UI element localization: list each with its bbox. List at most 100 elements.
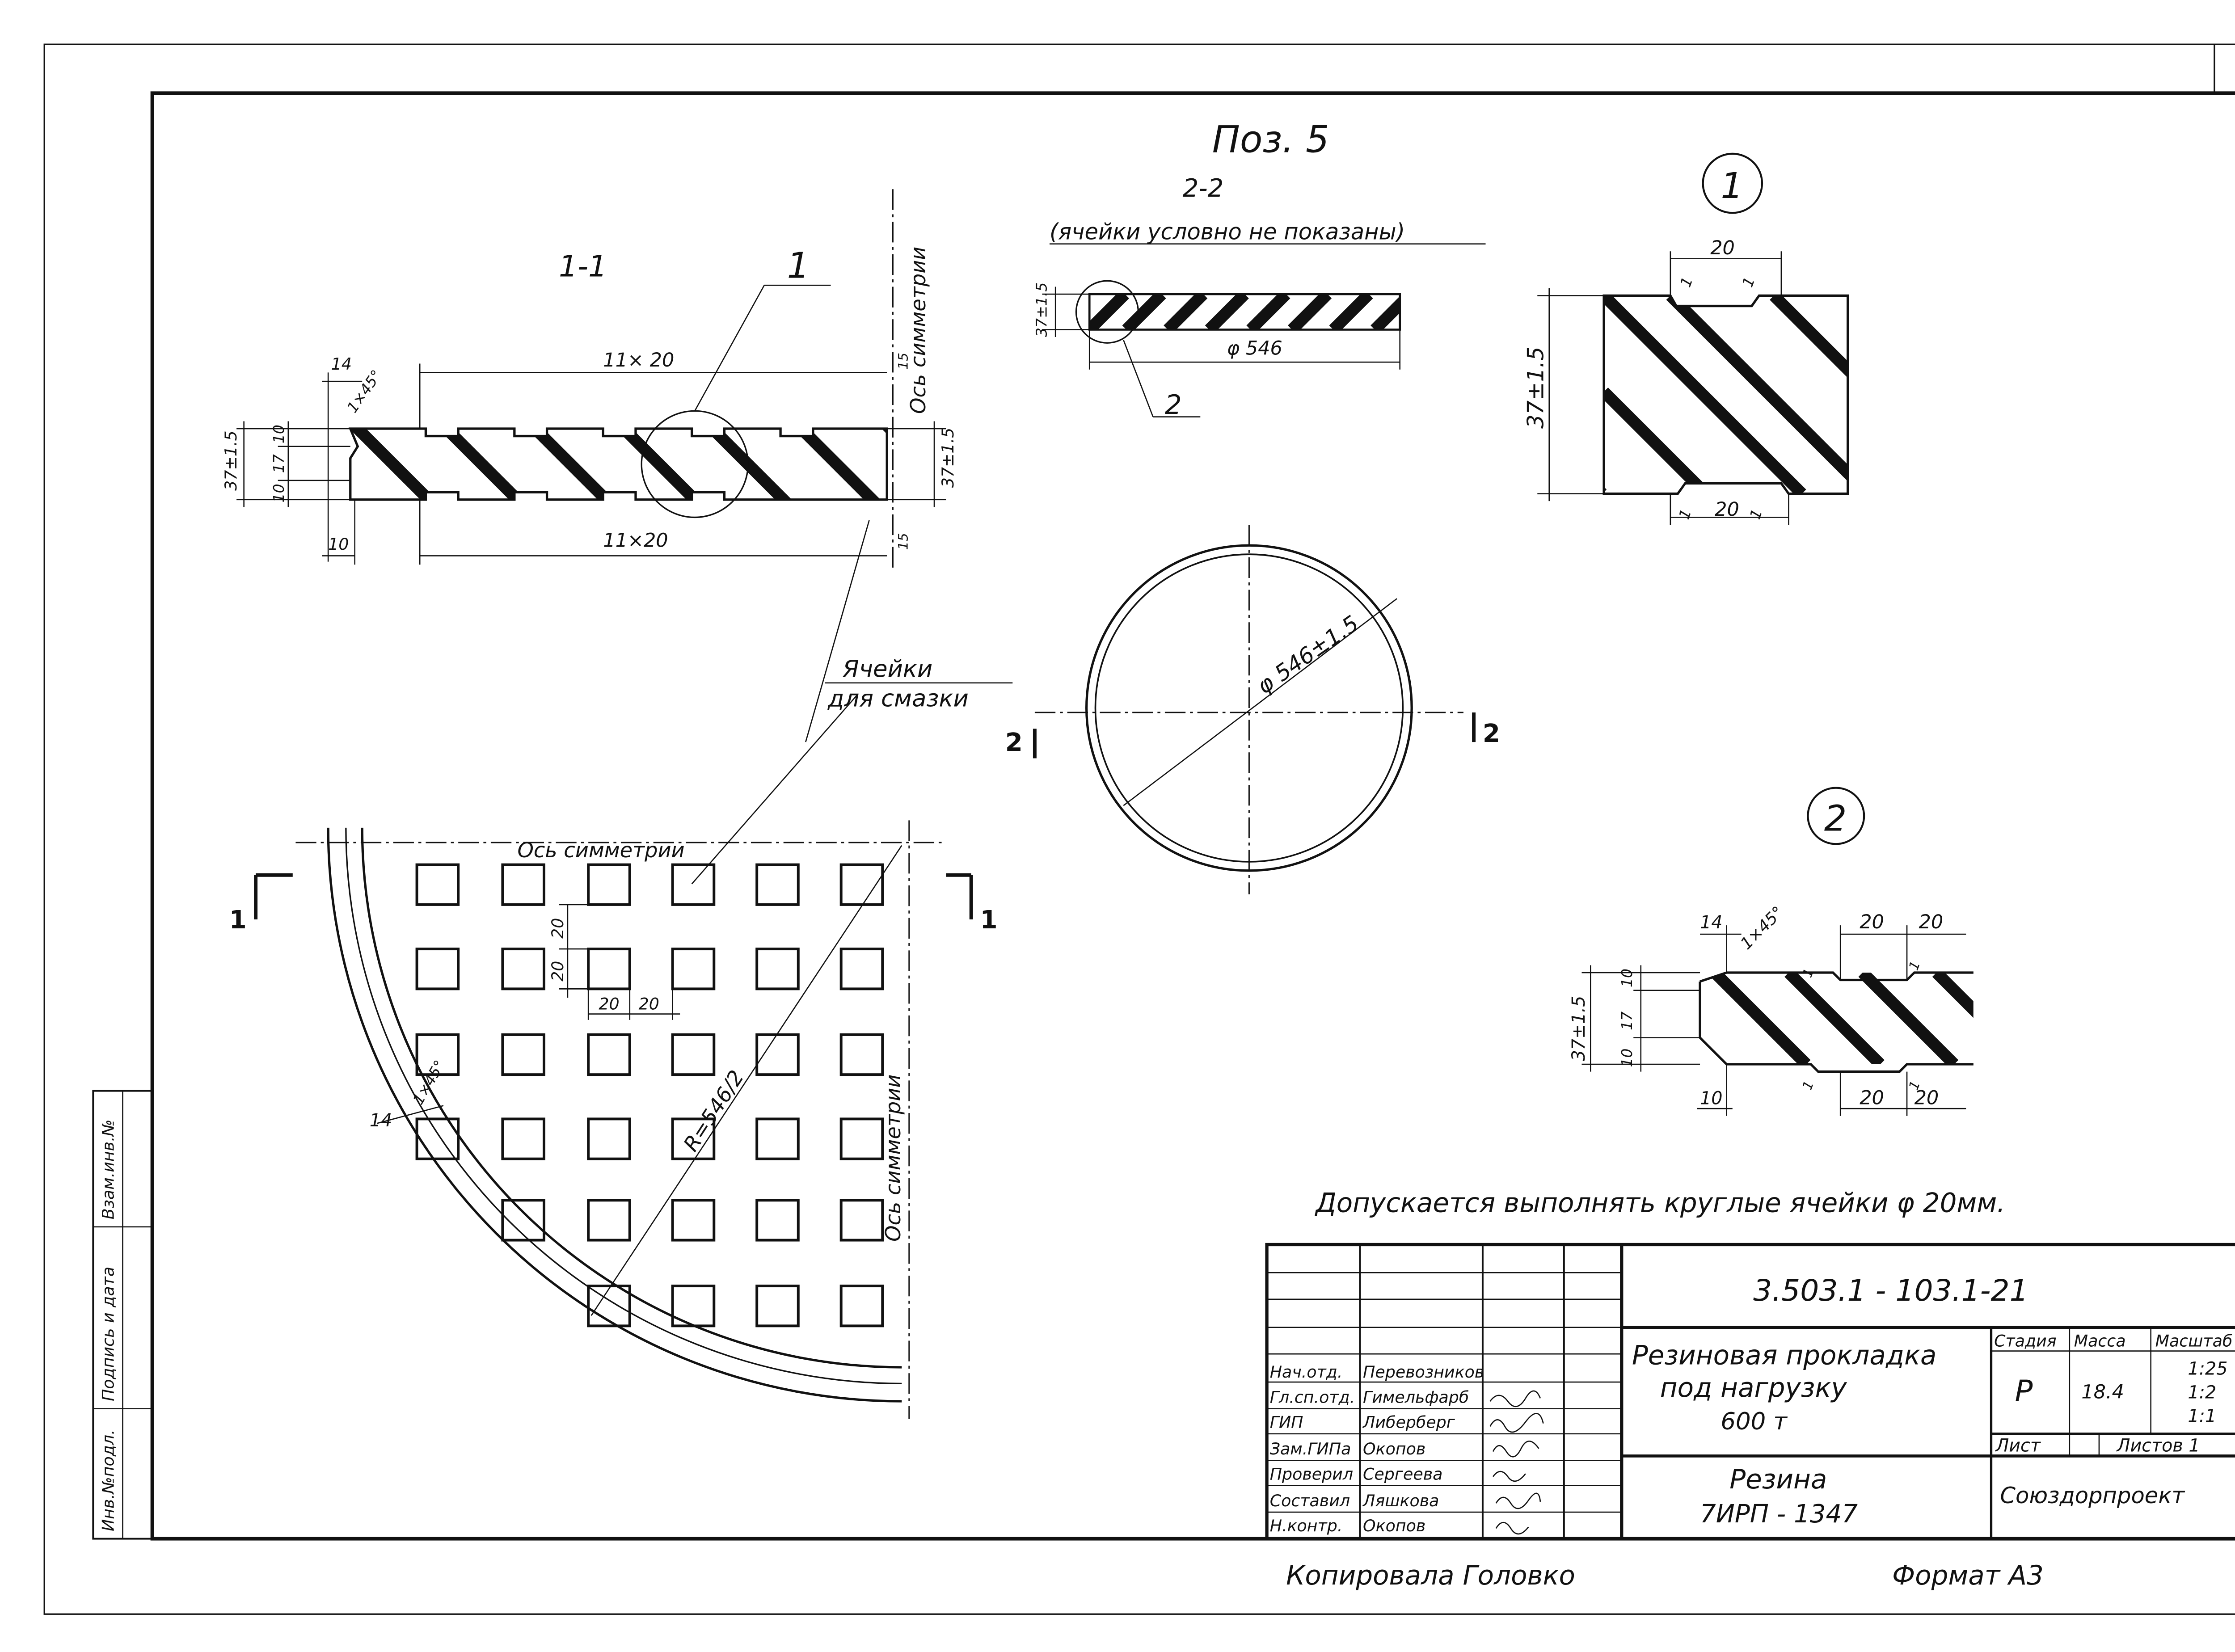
value-mass: 18.4 (2081, 1381, 2124, 1403)
material-line-2: 7ИРП - 1347 (1700, 1500, 1858, 1529)
header-sheets: Листов 1 (2116, 1435, 2200, 1456)
plan-cell-dim-v1: 20 (548, 918, 567, 939)
side-stamp-inv-repl: Взам.инв.№ (99, 1120, 118, 1220)
sig-name-3: Либерберг (1362, 1413, 1455, 1432)
dim-layer-10: 10 (270, 425, 287, 443)
header-scale: Масштаб (2155, 1332, 2233, 1351)
section-2-2-note: (ячейки условно не показаны) (1050, 219, 1405, 245)
sig-role-2: Гл.сп.отд. (1270, 1387, 1355, 1407)
product-name-line-3: 600 т (1721, 1408, 1788, 1435)
detail-1-bot-r: 1 (1675, 507, 1695, 522)
detail-2-d10: 10 (1618, 969, 1636, 987)
plan-cell-dim-h2: 20 (639, 995, 659, 1014)
pos-title: Поз. 5 (1212, 118, 1329, 161)
sig-name-5: Сергеева (1363, 1464, 1442, 1483)
side-stamp-inv-orig: Инв.№подл. (99, 1429, 118, 1531)
plan-cell-dim-v2: 20 (548, 961, 567, 982)
section-1-1-title: 1-1 (559, 249, 607, 283)
plan-axis-top: Ось симметрии (517, 838, 684, 862)
dim-left-14: 14 (331, 354, 352, 374)
section-1-1-callout: 1 (787, 245, 810, 287)
sig-role-6: Составил (1270, 1491, 1350, 1510)
header-mass: Масса (2074, 1332, 2126, 1351)
detail-2-d20d: 20 (1915, 1087, 1939, 1109)
sig-role-7: Н.контр. (1270, 1516, 1343, 1535)
header-stage: Стадия (1994, 1332, 2057, 1351)
dim-left-10: 10 (328, 535, 349, 554)
sig-role-3: ГИП (1270, 1413, 1303, 1432)
plan-cut-left: 1 (229, 906, 247, 935)
sig-name-7: Окопов (1363, 1516, 1425, 1535)
dim-layer-10b: 10 (270, 484, 287, 502)
detail-2-d14: 14 (1700, 912, 1722, 933)
detail-2-thick: 37±1.5 (1569, 996, 1589, 1062)
cells-note: Допускается выполнять круглые ячейки φ 2… (1314, 1188, 2005, 1219)
sig-role-5: Проверил (1270, 1464, 1353, 1483)
section-2-2-diameter: φ 546 (1227, 337, 1282, 360)
detail-2-r1b: 1 (1906, 959, 1923, 973)
detail-2-d20a: 20 (1860, 911, 1884, 933)
format-label: Формат А3 (1892, 1560, 2044, 1591)
side-stamp-sign-date: Подпись и дата (99, 1267, 118, 1401)
dim-chamfer: 1×45° (343, 367, 385, 416)
drawing-code: 3.503.1 - 103.1-21 (1753, 1273, 2028, 1308)
dim-bottom-pitch: 11×20 (603, 530, 668, 552)
section-2-2-callout: 2 (1165, 390, 1182, 421)
detail-1-top-r: 1 (1677, 274, 1696, 289)
detail-2-d20b: 20 (1919, 911, 1943, 933)
detail-2-d17: 17 (1618, 1011, 1636, 1030)
sig-name-6: Ляшкова (1362, 1491, 1439, 1510)
plan-cells-label-1: Ячейки (842, 656, 932, 683)
plan-chamfer: 1×45° (409, 1057, 448, 1107)
plan-axis-right: Ось симметрии (881, 1075, 905, 1242)
value-scale-3: 1:1 (2188, 1406, 2216, 1426)
value-stage: Р (2015, 1374, 2033, 1408)
plan-cut-right: 1 (980, 906, 998, 935)
sig-name-1: Перевозников (1363, 1362, 1484, 1382)
circle-diameter: φ 546±1.5 (1252, 610, 1363, 699)
section-2-2-thick: 37±1.5 (1033, 282, 1050, 337)
cell-grid (415, 863, 884, 1328)
dim-right-15-bot: 15 (895, 533, 911, 550)
detail-2-d20c: 20 (1860, 1087, 1884, 1109)
detail-1-bot-20: 20 (1715, 498, 1739, 521)
dim-thick-left: 37±1.5 (221, 430, 240, 491)
product-name-line-1: Резиновая прокладка (1632, 1340, 1937, 1371)
plan-d14: 14 (370, 1110, 392, 1131)
detail-2-chamfer: 1×45° (1737, 902, 1788, 953)
value-scale-1: 1:25 (2188, 1359, 2227, 1379)
detail-1-marker: 1 (1721, 165, 1743, 206)
organization: Союздорпроект (2000, 1483, 2185, 1509)
plan-cell-dim-h1: 20 (599, 995, 619, 1014)
circle-cut-right: 2 (1483, 719, 1500, 748)
detail-1-bot-r1: 1 (1746, 507, 1766, 522)
sig-name-2: Гимельфарб (1363, 1387, 1469, 1407)
signature-scribbles (1489, 1390, 1544, 1535)
dim-layer-17: 17 (270, 454, 287, 473)
dim-top-pitch: 11× 20 (603, 349, 674, 371)
material-line-1: Резина (1729, 1464, 1827, 1495)
sig-role-1: Нач.отд. (1270, 1362, 1343, 1382)
copied-by: Копировала Головко (1286, 1560, 1575, 1591)
detail-2-marker: 2 (1824, 798, 1847, 839)
dim-right-15-top: 15 (895, 353, 911, 370)
product-name-line-2: под нагрузку (1660, 1373, 1847, 1403)
header-sheet: Лист (1995, 1435, 2041, 1456)
detail-1-top-r1: 1 (1739, 274, 1758, 289)
detail-2-r1c: 1 (1800, 1079, 1817, 1092)
detail-2-r1d: 1 (1906, 1079, 1923, 1092)
section-2-2-title: 2-2 (1183, 174, 1224, 203)
plan-cells-label-2: для смазки (827, 685, 969, 712)
detail-2-d10c: 10 (1700, 1088, 1722, 1108)
detail-2-d10b: 10 (1618, 1049, 1636, 1067)
detail-1-top-20: 20 (1710, 237, 1735, 259)
dim-thick-right: 37±1.5 (938, 428, 957, 488)
title-block (1265, 1243, 2235, 1541)
sig-role-4: Зам.ГИПа (1270, 1439, 1351, 1458)
value-scale-2: 1:2 (2188, 1382, 2216, 1403)
circle-cut-left: 2 (1005, 728, 1023, 757)
section-1-1-axis-label: Ось симметрии (906, 247, 930, 414)
